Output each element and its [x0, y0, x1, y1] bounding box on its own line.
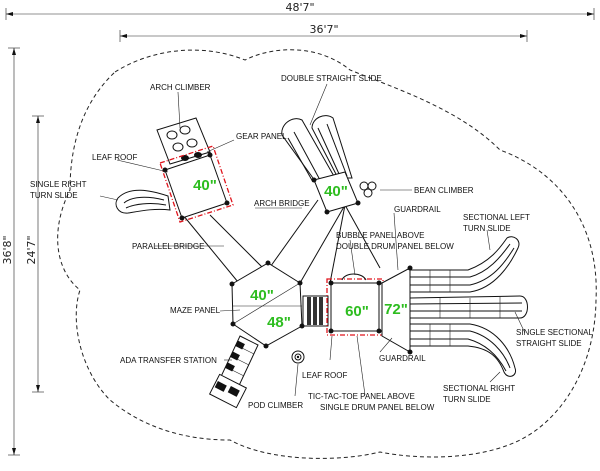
label-bean-climber: BEAN CLIMBER [414, 186, 474, 195]
label-sectional-right-1: SECTIONAL RIGHT [443, 384, 515, 393]
right-deck: 60" [326, 273, 384, 336]
connectors [182, 199, 381, 327]
sectional-right-turn-slide [409, 323, 517, 377]
leader-lines [99, 83, 526, 397]
single-right-turn-slide [115, 189, 171, 214]
deck-height-upper-left: 40" [193, 177, 217, 194]
label-double-straight-slide: DOUBLE STRAIGHT SLIDE [281, 74, 382, 83]
deck-height-right-deck: 60" [345, 303, 369, 320]
deck-height-upper-middle: 40" [324, 183, 348, 200]
label-single-sectional-1: SINGLE SECTIONAL [516, 328, 593, 337]
label-guardrail-bottom: GUARDRAIL [379, 354, 426, 363]
posts [162, 152, 413, 355]
inner-width-label: 36'7" [309, 23, 338, 36]
overall-depth-label: 36'8" [1, 235, 14, 264]
sectional-left-turn-slide [409, 236, 520, 293]
leaf-roof-outline-top [159, 145, 234, 223]
label-bubble-panel-2: DOUBLE DRUM PANEL BELOW [336, 242, 454, 251]
double-straight-slide [281, 115, 353, 186]
label-gear-panel: GEAR PANEL [236, 132, 287, 141]
upper-middle-deck: 40" [313, 171, 359, 213]
label-tictactoe-2: SINGLE DRUM PANEL BELOW [320, 403, 435, 412]
slide-deck: 72" [381, 267, 411, 353]
deck-height-hex-top: 40" [250, 287, 274, 304]
deck-height-hex-bottom: 48" [267, 314, 291, 331]
label-arch-bridge: ARCH BRIDGE [254, 199, 310, 208]
label-tictactoe-1: TIC-TAC-TOE PANEL ABOVE [308, 392, 415, 401]
overall-width-label: 48'7" [285, 1, 314, 14]
bean-climber [359, 181, 377, 198]
label-ada-transfer: ADA TRANSFER STATION [120, 356, 217, 365]
ada-transfer-station [208, 335, 259, 409]
pod-climber [291, 350, 305, 364]
dimension-lines: 48'7" 36'7" 36'8" 24'7" [1, 1, 595, 456]
inner-depth-label: 24'7" [25, 235, 38, 264]
labels: ARCH CLIMBER GEAR PANEL LEAF ROOF SINGLE… [30, 74, 593, 412]
arch-climber [156, 117, 211, 165]
single-sectional-straight-slide [409, 295, 528, 319]
safety-zone-outline [57, 49, 597, 459]
label-single-right-2: TURN SLIDE [30, 191, 78, 200]
label-single-right-1: SINGLE RIGHT [30, 180, 87, 189]
label-sectional-left-1: SECTIONAL LEFT [463, 213, 530, 222]
label-leaf-roof-top: LEAF ROOF [92, 153, 137, 162]
label-single-sectional-2: STRAIGHT SLIDE [516, 339, 582, 348]
label-sectional-left-2: TURN SLIDE [463, 224, 511, 233]
label-maze-panel: MAZE PANEL [170, 306, 221, 315]
label-arch-climber: ARCH CLIMBER [150, 83, 211, 92]
label-leaf-roof-bottom: LEAF ROOF [302, 371, 347, 380]
label-guardrail-top: GUARDRAIL [394, 205, 441, 214]
label-sectional-right-2: TURN SLIDE [443, 395, 491, 404]
label-parallel-bridge: PARALLEL BRIDGE [132, 242, 204, 251]
deck-height-slide-deck: 72" [384, 301, 408, 318]
hex-deck: 40" 48" [231, 262, 303, 347]
label-pod-climber: POD CLIMBER [248, 401, 303, 410]
label-bubble-panel-1: BUBBLE PANEL ABOVE [336, 231, 424, 240]
